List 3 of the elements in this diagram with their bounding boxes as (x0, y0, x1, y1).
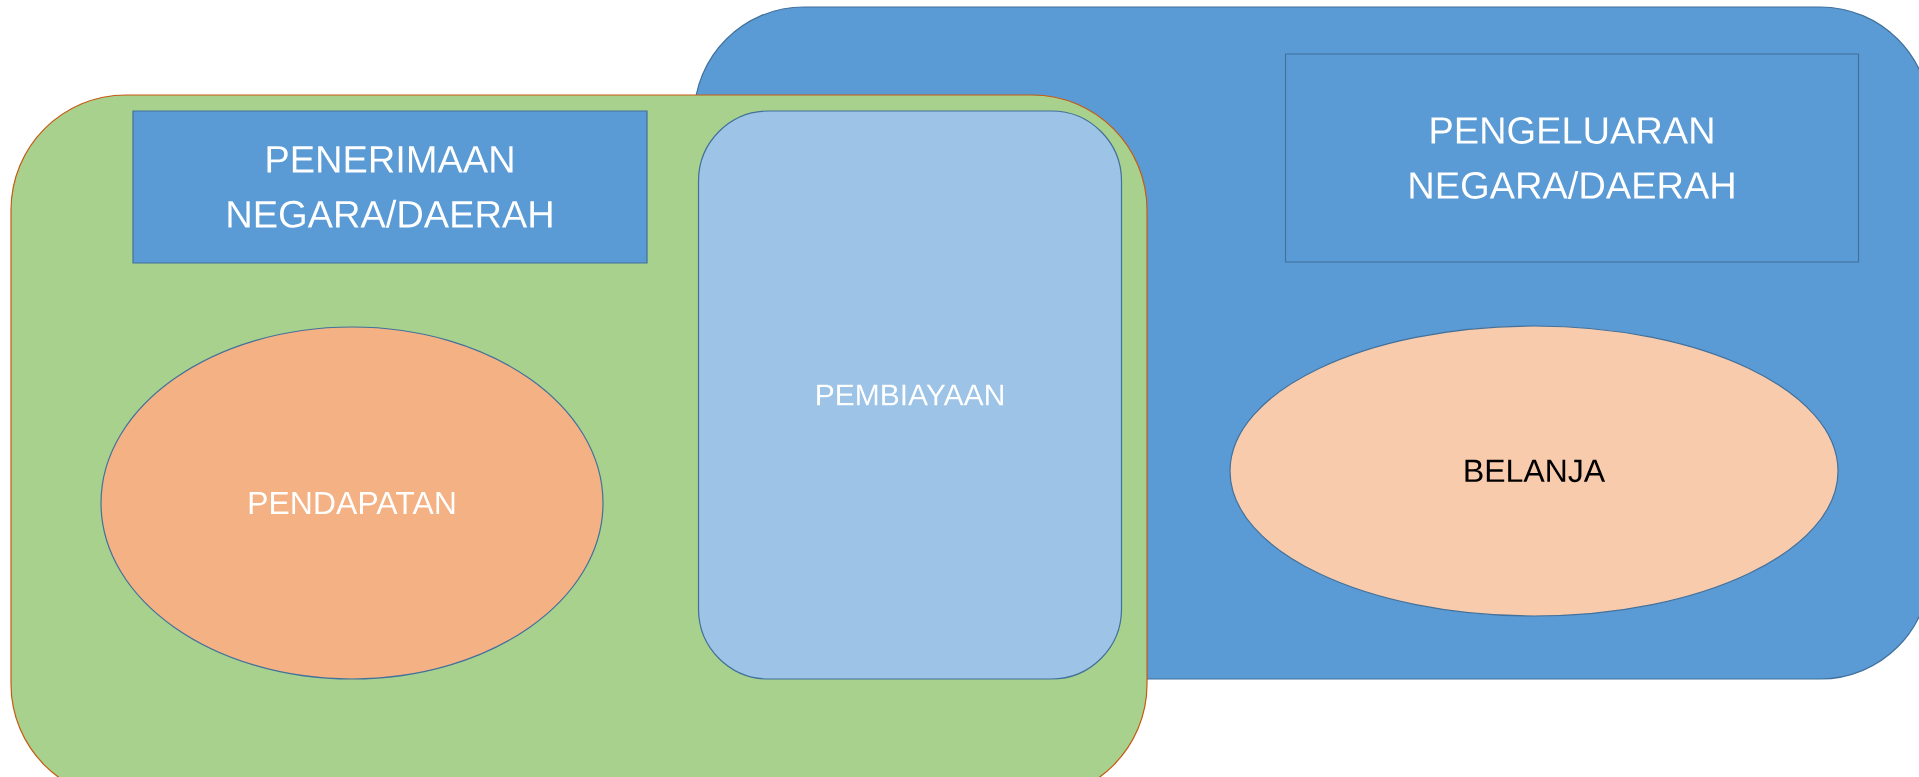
category-box: PEMBIAYAAN (697, 110, 1123, 680)
title-box: PENGELUARAN NEGARA/DAERAH (1284, 53, 1860, 263)
title-box: PENERIMAAN NEGARA/DAERAH (132, 110, 648, 264)
